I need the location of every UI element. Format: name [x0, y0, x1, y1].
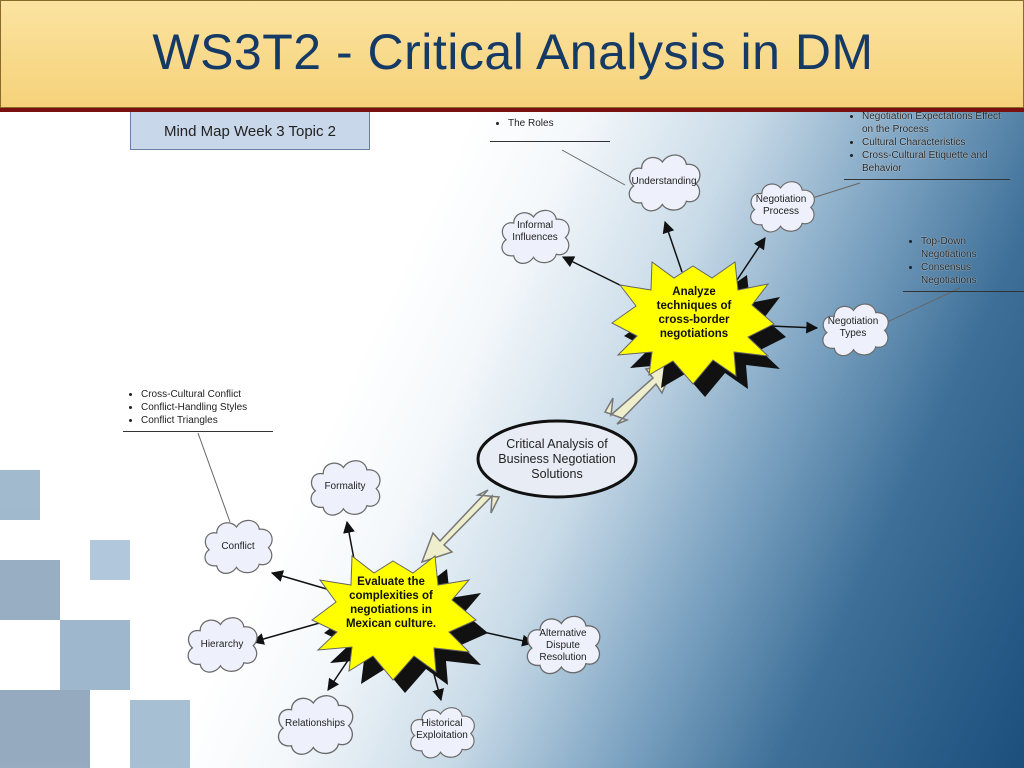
- note-rule: [490, 141, 610, 142]
- star-analyze-shape: [611, 261, 786, 397]
- note-item: The Roles: [508, 117, 610, 130]
- historical-exploitation-label: Historical Exploitation: [416, 718, 468, 741]
- adr-label: Alternative Dispute Resolution: [539, 628, 587, 663]
- negotiation-process-label: Negotiation Process: [755, 194, 807, 217]
- central-oval-shape: [476, 419, 638, 499]
- note-rule: [844, 179, 1010, 180]
- note-item: Conflict Triangles: [141, 414, 273, 427]
- star-evaluate-fill: [311, 555, 477, 681]
- notes-negotiation-types: Top-Down Negotiations Consensus Negotiat…: [903, 235, 1024, 292]
- arrow-to-understanding: [662, 220, 683, 273]
- conflict-label: Conflict: [221, 541, 255, 552]
- note-item: Top-Down Negotiations: [921, 235, 1024, 261]
- note-rule: [903, 291, 1024, 292]
- mind-map-label: Mind Map Week 3 Topic 2: [130, 111, 370, 150]
- arrow-to-negotiation-process: [734, 237, 766, 284]
- understanding-label: Understanding: [631, 176, 697, 187]
- note-item: Conflict-Handling Styles: [141, 401, 273, 414]
- star-analyze-fill: [611, 261, 775, 385]
- arrow-to-conflict: [270, 570, 331, 591]
- formality-label: Formality: [324, 481, 366, 492]
- note-item: Consensus Negotiations: [921, 261, 1024, 287]
- hierarchy-label: Hierarchy: [200, 639, 244, 650]
- relationships-label: Relationships: [284, 718, 346, 729]
- leader-negotiation-types: [884, 287, 961, 324]
- title-bar: WS3T2 - Critical Analysis in DM: [0, 0, 1024, 108]
- leader-understanding: [561, 149, 626, 186]
- notes-negotiation-process: Negotiation Expectations Effect on the P…: [844, 108, 1010, 184]
- notes-conflict: Cross-Cultural Conflict Conflict-Handlin…: [123, 388, 273, 432]
- central-node-label: Critical Analysis of Business Negotiatio…: [498, 436, 616, 481]
- arrow-to-negotiation-types: [769, 321, 819, 334]
- connector-to-evaluate: [420, 489, 501, 564]
- negotiation-types-label: Negotiation Types: [827, 316, 879, 339]
- note-leader-lines: [197, 149, 961, 523]
- note-rule: [123, 431, 273, 432]
- note-item: Cross-Cultural Conflict: [141, 388, 273, 401]
- star-evaluate-shape: [311, 555, 488, 693]
- note-item: Cultural Characteristics: [862, 136, 1010, 149]
- informal-influences-label: Informal Influences: [512, 220, 558, 243]
- analyze-node-label: Analyze techniques of cross-border negot…: [656, 286, 732, 340]
- slide-title: WS3T2 - Critical Analysis in DM: [152, 24, 874, 80]
- note-item: Negotiation Expectations Effect on the P…: [862, 110, 1010, 136]
- arrow-to-hierarchy: [251, 619, 331, 645]
- note-item: Cross-Cultural Etiquette and Behavior: [862, 149, 1010, 175]
- arrow-to-informal-influences: [561, 256, 631, 291]
- notes-understanding: The Roles: [490, 117, 610, 142]
- evaluate-node-label: Evaluate the complexities of negotiation…: [345, 576, 437, 630]
- leader-conflict: [197, 432, 231, 523]
